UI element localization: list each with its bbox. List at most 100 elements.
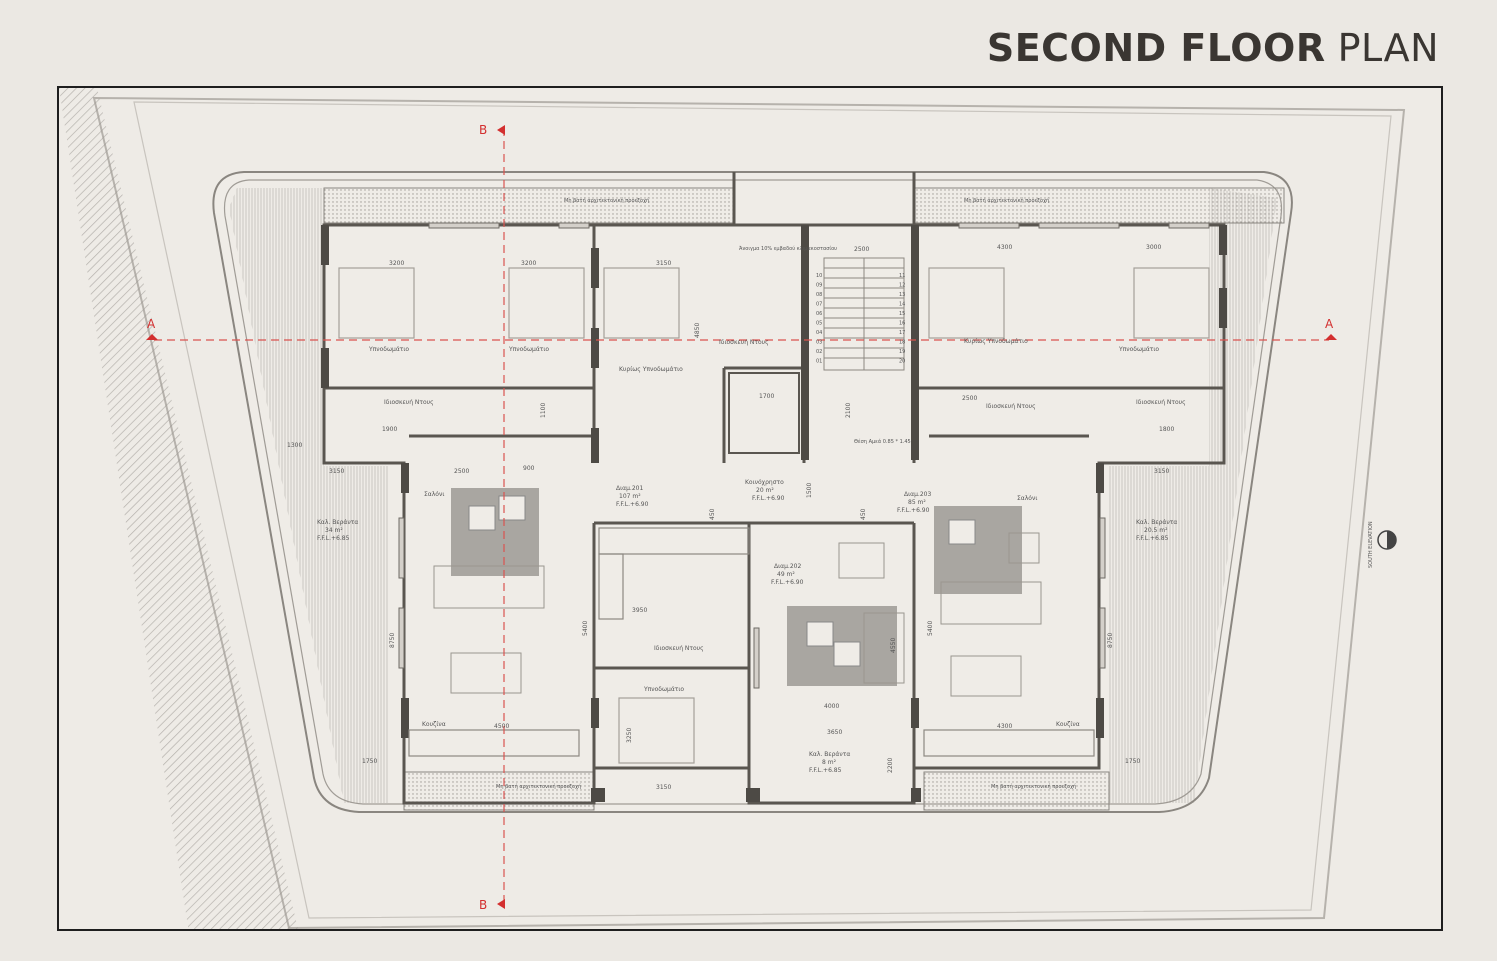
label-accessible: Θέση Αμεά 0.85 * 1.45	[854, 438, 911, 445]
facade-bottom-right	[923, 771, 1110, 811]
stair-number: 08	[816, 292, 822, 298]
dim-2500-b: 2500	[454, 468, 469, 475]
dim-5400-b: 5400	[927, 621, 934, 636]
site-boundary-inner	[133, 101, 1392, 919]
dim-3200-a: 3200	[389, 260, 404, 267]
stair-number: 05	[816, 321, 822, 327]
stair-number: 13	[899, 292, 905, 298]
label-balcony-right-ffl: F.F.L.+6.85	[1136, 535, 1169, 542]
facade-top-left	[323, 187, 735, 224]
right-balcony-hatch	[1109, 188, 1277, 803]
dim-3650: 3650	[827, 729, 842, 736]
label-bath-3: Ιδιοσκευή Ντους	[986, 403, 1036, 410]
section-b-top: B	[479, 123, 487, 137]
label-balcony-left: Καλ. Βεράντα	[317, 519, 358, 526]
dim-1500: 1500	[806, 483, 813, 498]
label-kitchen-1: Κουζίνα	[422, 721, 446, 728]
dim-1750-a: 1750	[362, 758, 377, 765]
section-lines	[154, 128, 1329, 903]
dim-5400-a: 5400	[582, 621, 589, 636]
label-bath-5: Ιδιοσκευή Ντους	[654, 645, 704, 652]
label-apt202: Διαμ.202	[774, 563, 801, 570]
windows	[398, 222, 1210, 689]
label-facade-4: Μη βατή αρχιτεκτονική προεξοχή	[991, 783, 1076, 790]
dim-3200-b: 3200	[521, 260, 536, 267]
stair-number: 17	[899, 330, 905, 336]
dimension-labels: 3200 3200 3150 2500 4300 3000 1900 1300 …	[287, 244, 1174, 791]
label-facade-3: Μη βατή αρχιτεκτονική προεξοχή	[496, 783, 581, 790]
dim-900: 900	[523, 465, 535, 472]
dim-4300: 4300	[997, 244, 1012, 251]
stair-number: 04	[816, 330, 822, 336]
label-facade-1: Μη βατή αρχιτεκτονική προεξοχή	[564, 197, 649, 204]
dim-450-b: 450	[860, 508, 867, 520]
stair-number: 20	[899, 359, 905, 365]
label-bedroom-4: Υπνοδωμάτιο	[643, 686, 684, 693]
stair-number: 01	[816, 359, 822, 365]
left-balcony-hatch	[229, 188, 389, 803]
stair-number: 06	[816, 311, 822, 317]
dim-3150-a: 3150	[656, 260, 671, 267]
label-balcony-center-area: 8 m²	[822, 759, 837, 766]
dim-3150-d: 3150	[656, 784, 671, 791]
label-apt203-ffl: F.F.L.+6.90	[897, 507, 930, 514]
floor-plan-frame: A A B B SOUTH ELEVATION Υπνοδωμάτιο Υπνο…	[57, 86, 1443, 931]
label-apt201: Διαμ.201	[616, 485, 643, 492]
stair-number: 11	[899, 273, 905, 279]
label-bath-2: Ιδιοσκευή Ντους	[719, 339, 769, 346]
label-bath-1: Ιδιοσκευή Ντους	[384, 399, 434, 406]
dim-1800: 1800	[1159, 426, 1174, 433]
dim-1300: 1300	[287, 442, 302, 449]
title-light: PLAN	[1337, 26, 1439, 70]
label-bedroom-2: Υπνοδωμάτιο	[508, 346, 549, 353]
wall-blocks	[321, 225, 1227, 802]
label-apt202-ffl: F.F.L.+6.90	[771, 579, 804, 586]
dim-1100: 1100	[540, 403, 547, 418]
section-a-right: A	[1325, 317, 1334, 331]
dim-2500-c: 2500	[962, 395, 977, 402]
label-facade-2: Μη βατή αρχιτεκτονική προεξοχή	[964, 197, 1049, 204]
title-bold: SECOND FLOOR	[986, 26, 1326, 70]
elevation-label: SOUTH ELEVATION	[1368, 521, 1374, 568]
dim-4500-a: 4500	[494, 723, 509, 730]
stair-number: 10	[816, 273, 822, 279]
floor-plan-drawing: A A B B SOUTH ELEVATION Υπνοδωμάτιο Υπνο…	[59, 88, 1406, 929]
elevator	[728, 372, 800, 454]
dim-1900: 1900	[382, 426, 397, 433]
stair-number: 07	[816, 302, 822, 308]
stair-number: 02	[816, 349, 822, 355]
label-bedroom-3: Υπνοδωμάτιο	[1118, 346, 1159, 353]
label-apt203: Διαμ.203	[904, 491, 931, 498]
label-living-1: Σαλόνι	[424, 491, 444, 498]
section-markers	[146, 125, 1337, 909]
building-outline	[212, 171, 1293, 813]
elevation-marker-fill	[1387, 531, 1396, 549]
label-corridor: Κοινόχρηστο	[745, 479, 784, 486]
label-master-bedroom-2: Κυρίως Υπνοδωμάτιο	[964, 338, 1028, 345]
beds	[338, 267, 1210, 764]
stair-number: 09	[816, 283, 822, 289]
dim-450-a: 450	[709, 508, 716, 520]
stair-number: 12	[899, 283, 905, 289]
kitchen-counters	[408, 527, 1095, 757]
stair-number: 03	[816, 340, 822, 346]
label-balcony-right-area: 20.5 m²	[1144, 527, 1168, 534]
section-b-bottom: B	[479, 898, 487, 912]
furniture	[433, 488, 1042, 697]
label-balcony-left-area: 34 m²	[325, 527, 343, 534]
dim-3250: 3250	[626, 728, 633, 743]
label-kitchen-2: Κουζίνα	[1056, 721, 1080, 728]
label-balcony-left-ffl: F.F.L.+6.85	[317, 535, 350, 542]
dim-2100: 2100	[845, 403, 852, 418]
dim-2200: 2200	[887, 758, 894, 773]
dim-3950: 3950	[632, 607, 647, 614]
label-balcony-right: Καλ. Βεράντα	[1136, 519, 1177, 526]
label-apt201-area: 107 m²	[619, 493, 641, 500]
dim-4850: 4850	[694, 323, 701, 338]
label-master-bedroom-1: Κυρίως Υπνοδωμάτιο	[619, 366, 683, 373]
stair-number: 16	[899, 321, 905, 327]
label-apt201-ffl: F.F.L.+6.90	[616, 501, 649, 508]
label-corridor-area: 20 m²	[756, 487, 774, 494]
label-apt202-area: 49 m²	[777, 571, 795, 578]
label-apt203-area: 85 m²	[908, 499, 926, 506]
